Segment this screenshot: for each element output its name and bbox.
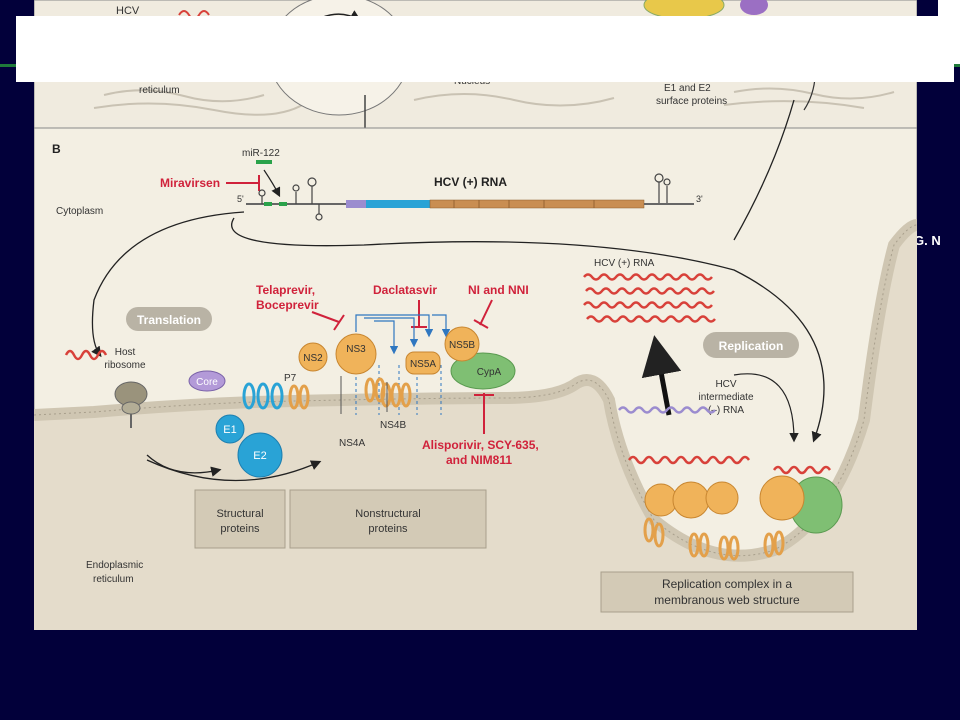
genome-core-region [346, 200, 366, 208]
complex-line1: Replication complex in a [662, 577, 792, 591]
blank-title-box [16, 16, 954, 82]
e2-label: E2 [253, 450, 266, 462]
ns3-cleavage-arrows [355, 314, 451, 355]
replication-complex [643, 475, 843, 561]
ns2-label: NS2 [303, 353, 323, 364]
hcv-lifecycle-figure: HCV reticulum Nucleus E1 and E2 surface … [34, 0, 917, 630]
telaprevir-label: Telaprevir, [256, 283, 315, 297]
cytoplasm-label: Cytoplasm [56, 206, 103, 217]
translation-pill [126, 307, 212, 331]
replication-cycle-arrow [733, 373, 799, 443]
replication-complex-box [600, 571, 854, 613]
er-label-line1: Endoplasmic [86, 560, 143, 571]
cypa-protein [450, 352, 516, 390]
hcv-rna-title: HCV (+) RNA [434, 175, 507, 189]
credit-text: G. N [914, 233, 941, 248]
complex-line2: membranous web structure [654, 593, 800, 607]
daclatasvir-label: Daclatasvir [373, 283, 437, 297]
mir122-arrow [263, 169, 281, 198]
e1-label: E1 [223, 424, 236, 436]
negative-strand-rna [618, 406, 716, 414]
mir122-bar [256, 160, 272, 164]
nonstructural-box [289, 489, 487, 549]
envelope-helices [242, 382, 284, 410]
intermediate-line3: (–) RNA [708, 405, 744, 416]
ribosome-label: ribosome [104, 360, 146, 371]
ns5a-protein [405, 351, 441, 375]
mir122-label: miR-122 [242, 148, 280, 159]
intermediate-line2: intermediate [698, 392, 753, 403]
host-label: Host [115, 347, 136, 358]
e2-protein [237, 432, 283, 478]
assembly-arrow [733, 99, 795, 241]
structural-box [194, 489, 286, 549]
cypa-label: CypA [477, 367, 502, 378]
three-prime-label: 3' [696, 194, 703, 204]
nonstructural-line2: proteins [368, 523, 408, 535]
translation-arrow [91, 211, 245, 358]
core-protein [188, 370, 226, 392]
ns4-helices [364, 377, 412, 408]
ns2-protein [298, 342, 328, 372]
p7-helices [288, 384, 310, 410]
panel-a-e1e2-label: E1 and E2 [664, 83, 711, 94]
hcv-plus-rna-label: HCV (+) RNA [594, 258, 655, 269]
ns3-label: NS3 [346, 344, 366, 355]
replication-pill [703, 332, 799, 358]
ns5a-label: NS5A [410, 359, 436, 370]
inhibitor-marks [311, 299, 493, 331]
alisporivir-label: Alisporivir, SCY-635, [422, 438, 539, 452]
to-structural-arrow [146, 454, 222, 477]
genome-stemloops [258, 173, 671, 221]
ns5b-protein [444, 326, 480, 362]
complex-rna-right [772, 465, 832, 475]
panel-a-surface-label: surface proteins [656, 96, 727, 107]
five-prime-label: 5' [237, 194, 244, 204]
ns4b-label: NS4B [380, 420, 406, 431]
structural-line1: Structural [216, 508, 263, 520]
ns3-protein [335, 333, 377, 375]
er-membrane [34, 219, 917, 562]
replication-label: Replication [719, 339, 784, 353]
ns5b-label: NS5B [449, 340, 475, 351]
genome-segment-ticks [453, 200, 595, 208]
complex-rna-left [627, 455, 751, 465]
ns4a-label: NS4A [339, 438, 365, 449]
boceprevir-label: Boceprevir [256, 298, 319, 312]
ni-nni-label: NI and NNI [468, 283, 529, 297]
panel-a-reticulum-label: reticulum [139, 85, 180, 96]
translated-rna [64, 349, 108, 361]
intermediate-line1: HCV [715, 379, 736, 390]
genome-envelope-region [366, 200, 430, 208]
core-label: Core [196, 377, 218, 388]
nonstructural-line1: Nonstructural [355, 508, 420, 520]
structural-line2: proteins [220, 523, 260, 535]
miravirsen-label: Miravirsen [160, 176, 220, 190]
genome-ns-region [429, 199, 645, 209]
panel-b-label: B [52, 142, 61, 156]
panel-a-hcv-label: HCV [116, 5, 140, 17]
er-label-line2: reticulum [93, 574, 134, 585]
mir-site-2 [279, 202, 287, 206]
to-nonstructural-arrow [146, 459, 322, 482]
p7-label: P7 [284, 373, 297, 384]
genome-to-replication-arrow [231, 217, 825, 443]
replicated-rna-strands [583, 273, 716, 323]
replication-up-arrow [641, 335, 682, 416]
panel-a-purple-protein [740, 0, 768, 15]
mir-site-1 [264, 202, 272, 206]
translation-label: Translation [137, 313, 201, 327]
ribosome-small-subunit [121, 401, 141, 415]
nim811-label: and NIM811 [446, 453, 512, 467]
e1-protein [215, 414, 245, 444]
